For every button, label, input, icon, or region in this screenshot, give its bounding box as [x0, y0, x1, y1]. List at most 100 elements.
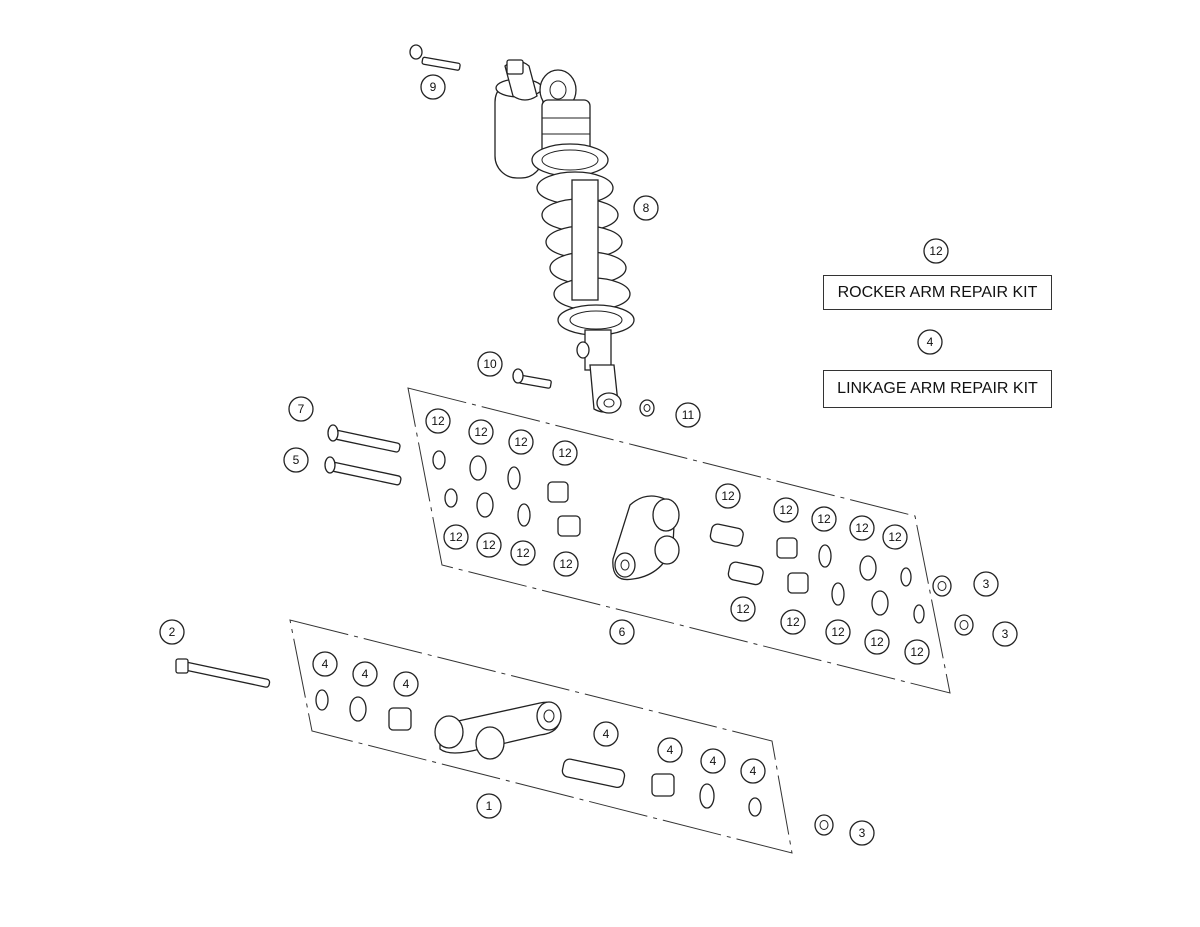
- linkage-arm[interactable]: [434, 701, 562, 760]
- callout-12[interactable]: 12: [508, 429, 534, 455]
- linkage-kit-panel: [289, 619, 793, 854]
- svg-text:12: 12: [910, 645, 924, 659]
- svg-text:4: 4: [603, 727, 610, 741]
- top-bolt[interactable]: [409, 44, 461, 71]
- svg-text:12: 12: [817, 512, 831, 526]
- svg-text:12: 12: [786, 615, 800, 629]
- callout-12[interactable]: 12: [553, 551, 579, 577]
- svg-text:4: 4: [322, 657, 329, 671]
- svg-text:3: 3: [859, 826, 866, 840]
- svg-text:4: 4: [927, 335, 934, 349]
- svg-text:4: 4: [362, 667, 369, 681]
- callout-12[interactable]: 12: [849, 515, 875, 541]
- svg-text:2: 2: [169, 625, 176, 639]
- callout-12[interactable]: 12: [468, 419, 494, 445]
- callout-12[interactable]: 12: [882, 524, 908, 550]
- callout-12[interactable]: 12: [773, 497, 799, 523]
- svg-text:12: 12: [736, 602, 750, 616]
- callout-6[interactable]: 6: [609, 619, 635, 645]
- callout-12[interactable]: 12: [552, 440, 578, 466]
- callout-4-legend[interactable]: 4: [917, 329, 943, 355]
- callout-4[interactable]: 4: [393, 671, 419, 697]
- svg-text:4: 4: [667, 743, 674, 757]
- callout-3-lower[interactable]: 3: [849, 820, 875, 846]
- svg-text:12: 12: [474, 425, 488, 439]
- svg-text:3: 3: [983, 577, 990, 591]
- linkage-kit-parts: [315, 689, 762, 817]
- callout-4[interactable]: 4: [740, 758, 766, 784]
- callout-12[interactable]: 12: [811, 506, 837, 532]
- svg-text:12: 12: [888, 530, 902, 544]
- callout-11[interactable]: 11: [675, 402, 701, 428]
- svg-text:4: 4: [750, 764, 757, 778]
- callout-12[interactable]: 12: [715, 483, 741, 509]
- callout-12[interactable]: 12: [864, 629, 890, 655]
- callout-4[interactable]: 4: [593, 721, 619, 747]
- svg-text:12: 12: [779, 503, 793, 517]
- rocker-kit-parts: [432, 450, 925, 624]
- svg-text:10: 10: [483, 357, 497, 371]
- svg-text:9: 9: [430, 80, 437, 94]
- linkage-long-bolt[interactable]: [175, 658, 271, 688]
- callout-10[interactable]: 10: [477, 351, 503, 377]
- callout-2[interactable]: 2: [159, 619, 185, 645]
- callout-5[interactable]: 5: [283, 447, 309, 473]
- callout-12[interactable]: 12: [730, 596, 756, 622]
- flange-nut-middle[interactable]: [954, 614, 974, 636]
- callout-8[interactable]: 8: [633, 195, 659, 221]
- callouts: 9 8 10 11 7 5 6 3 3 3 2 1 12 12 12 12 12…: [159, 74, 1018, 846]
- linkage-arm-repair-kit-label: LINKAGE ARM REPAIR KIT: [823, 370, 1052, 408]
- svg-text:12: 12: [870, 635, 884, 649]
- svg-text:12: 12: [929, 244, 943, 258]
- svg-text:12: 12: [514, 435, 528, 449]
- rocker-long-bolt-upper[interactable]: [327, 424, 401, 453]
- svg-text:3: 3: [1002, 627, 1009, 641]
- svg-text:8: 8: [643, 201, 650, 215]
- callout-12[interactable]: 12: [510, 540, 536, 566]
- callout-7[interactable]: 7: [288, 396, 314, 422]
- svg-text:12: 12: [831, 625, 845, 639]
- callout-3-upper[interactable]: 3: [973, 571, 999, 597]
- flange-nut-lower[interactable]: [814, 814, 834, 836]
- shock-absorber[interactable]: [494, 59, 635, 414]
- rocker-long-bolt-lower[interactable]: [324, 456, 402, 486]
- callout-3-middle[interactable]: 3: [992, 621, 1018, 647]
- callout-12[interactable]: 12: [780, 609, 806, 635]
- callout-12[interactable]: 12: [825, 619, 851, 645]
- svg-text:12: 12: [431, 414, 445, 428]
- rocker-arm[interactable]: [612, 495, 680, 581]
- shock-lower-pin[interactable]: [512, 368, 552, 389]
- svg-text:4: 4: [403, 677, 410, 691]
- callout-4[interactable]: 4: [700, 748, 726, 774]
- callout-12[interactable]: 12: [904, 639, 930, 665]
- callout-12-legend[interactable]: 12: [923, 238, 949, 264]
- callout-4[interactable]: 4: [657, 737, 683, 763]
- svg-text:12: 12: [721, 489, 735, 503]
- svg-text:11: 11: [682, 408, 695, 422]
- shock-lower-nut[interactable]: [639, 399, 655, 417]
- svg-text:12: 12: [482, 538, 496, 552]
- callout-9[interactable]: 9: [420, 74, 446, 100]
- rocker-kit-panel: [407, 387, 951, 694]
- svg-text:12: 12: [559, 557, 573, 571]
- svg-text:12: 12: [558, 446, 572, 460]
- callout-12[interactable]: 12: [476, 532, 502, 558]
- svg-text:7: 7: [298, 402, 305, 416]
- svg-text:12: 12: [449, 530, 463, 544]
- callout-4[interactable]: 4: [352, 661, 378, 687]
- svg-text:12: 12: [855, 521, 869, 535]
- shock-spring: [536, 171, 631, 311]
- svg-text:12: 12: [516, 546, 530, 560]
- callout-12[interactable]: 12: [425, 408, 451, 434]
- svg-text:4: 4: [710, 754, 717, 768]
- rocker-arm-repair-kit-label: ROCKER ARM REPAIR KIT: [823, 275, 1052, 310]
- callout-12[interactable]: 12: [443, 524, 469, 550]
- callout-4[interactable]: 4: [312, 651, 338, 677]
- svg-text:1: 1: [486, 799, 493, 813]
- svg-text:5: 5: [293, 453, 300, 467]
- svg-text:6: 6: [619, 625, 626, 639]
- callout-1[interactable]: 1: [476, 793, 502, 819]
- flange-nut-upper[interactable]: [932, 575, 952, 597]
